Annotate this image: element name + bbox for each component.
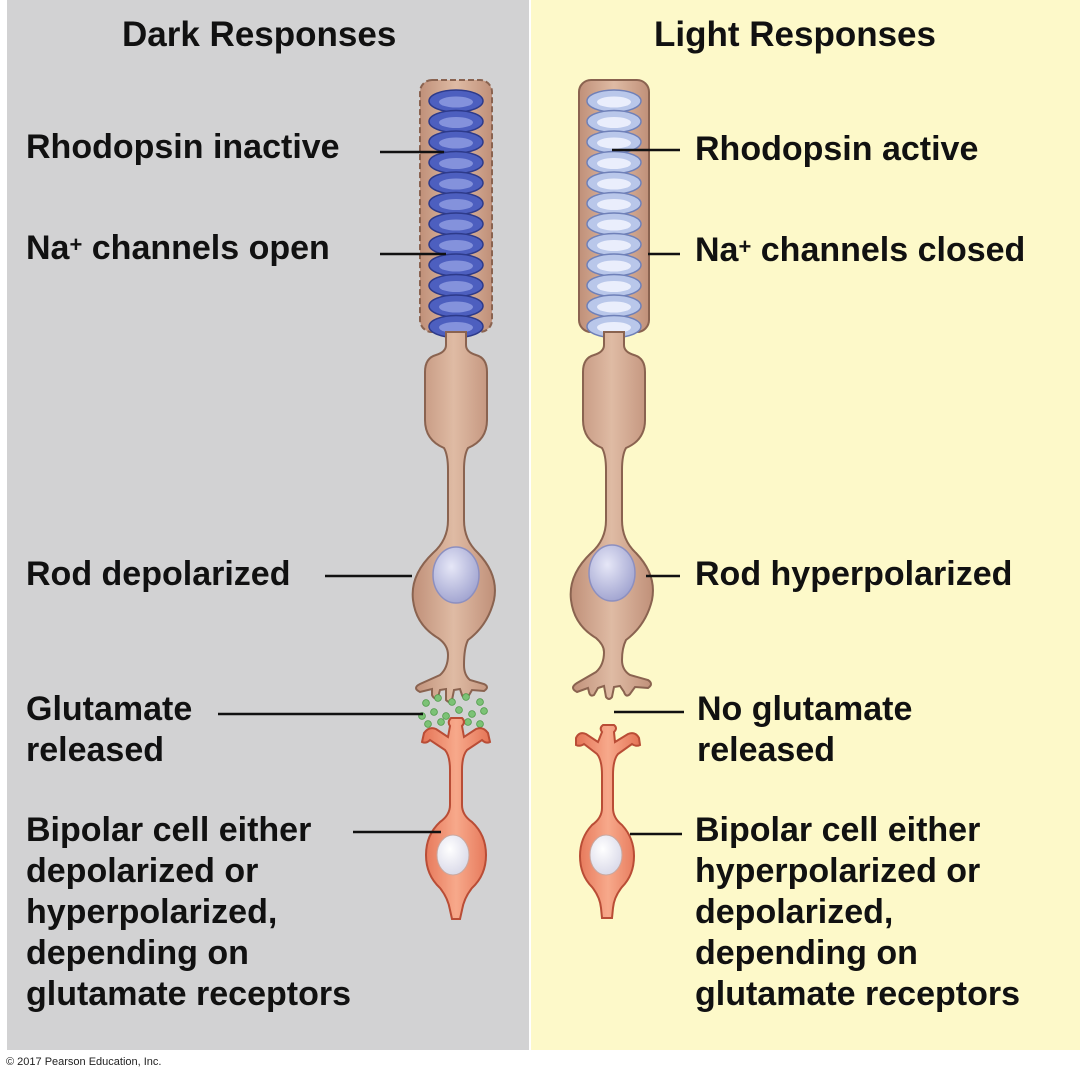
dark-rod-nucleus (432, 546, 480, 604)
disc (428, 191, 484, 216)
glutamate-line-2: released (26, 731, 164, 769)
label-bipolar-light: Bipolar cell either hyperpolarized or de… (695, 810, 1020, 1015)
disc (428, 109, 484, 134)
label-no-glutamate: No glutamate released (697, 689, 912, 771)
dark-bipolar-nucleus (436, 834, 470, 876)
glutamate-dot (476, 698, 484, 706)
bipolar-light-line: depolarized, (695, 893, 894, 931)
leader-lines (218, 148, 684, 836)
glutamate-dot (430, 708, 438, 716)
na-symbol: Na (26, 229, 70, 267)
disc (586, 191, 642, 216)
dark-rod-cell (411, 79, 496, 728)
disc (428, 150, 484, 175)
no-glutamate-line-2: released (697, 731, 835, 769)
bipolar-light-line: glutamate receptors (695, 975, 1020, 1013)
disc (586, 294, 642, 318)
bipolar-dark-line: depending on (26, 934, 249, 972)
label-na-channels-closed: Na+ channels closed (695, 230, 1025, 271)
bipolar-dark-line: Bipolar cell either (26, 811, 312, 849)
label-glutamate-released: Glutamate released (26, 689, 192, 771)
label-bipolar-dark: Bipolar cell either depolarized or hyper… (26, 810, 351, 1015)
disc (586, 89, 642, 113)
light-bipolar-nucleus (589, 834, 623, 876)
disc (586, 212, 642, 236)
disc (586, 109, 642, 134)
glutamate-dot (434, 694, 442, 702)
dark-heading: Dark Responses (122, 15, 397, 54)
glutamate-dot (462, 693, 470, 701)
label-rod-depolarized: Rod depolarized (26, 555, 291, 593)
na-symbol: Na (695, 231, 739, 269)
bipolar-dark-line: depolarized or (26, 852, 259, 890)
glutamate-dot (437, 718, 445, 726)
copyright-notice: © 2017 Pearson Education, Inc. (6, 1056, 162, 1068)
light-rod-body (569, 331, 654, 700)
glutamate-dot (448, 698, 456, 706)
bipolar-dark-line: hyperpolarized, (26, 893, 278, 931)
bipolar-light-line: depending on (695, 934, 918, 972)
disc (586, 171, 642, 195)
light-bipolar-cell (575, 724, 642, 919)
bipolar-dark-line: glutamate receptors (26, 975, 351, 1013)
disc (586, 273, 642, 298)
disc (428, 314, 484, 339)
disc (586, 314, 642, 339)
light-heading: Light Responses (654, 15, 936, 54)
glutamate-dot (476, 720, 484, 728)
disc (428, 232, 484, 257)
label-rod-hyperpolarized: Rod hyperpolarized (695, 555, 1013, 593)
glutamate-dot (480, 707, 488, 715)
glutamate-dot (424, 720, 432, 728)
na-channels-text: channels open (82, 229, 330, 267)
dark-disc-stack (428, 89, 484, 339)
disc (428, 273, 484, 298)
na-charge: + (69, 232, 83, 257)
glutamate-dot (442, 712, 450, 720)
glutamate-dot (464, 718, 472, 726)
dark-rod-body (411, 331, 496, 703)
disc (428, 253, 484, 277)
disc (586, 253, 642, 277)
glutamate-dot (455, 706, 463, 714)
light-disc-stack (586, 89, 642, 339)
glutamate-line-1: Glutamate (26, 690, 193, 728)
disc (428, 171, 484, 195)
light-rod-nucleus (588, 544, 636, 602)
disc (586, 150, 642, 175)
dark-bipolar-body (420, 717, 492, 920)
label-rhodopsin-active: Rhodopsin active (695, 130, 979, 168)
no-glutamate-line-1: No glutamate (697, 690, 913, 728)
na-charge: + (738, 234, 752, 259)
label-rhodopsin-inactive: Rhodopsin inactive (26, 128, 340, 166)
glutamate-dot (422, 699, 430, 707)
label-na-channels-open: Na+ channels open (26, 228, 330, 269)
disc (428, 212, 484, 236)
light-rod-cell (569, 79, 654, 700)
na-channels-text: channels closed (751, 231, 1026, 269)
disc (428, 89, 484, 113)
disc (428, 294, 484, 318)
glutamate-dot (468, 710, 476, 718)
dark-bipolar-cell (420, 717, 492, 920)
disc (586, 232, 642, 257)
disc (428, 130, 484, 154)
bipolar-light-line: Bipolar cell either (695, 811, 981, 849)
bipolar-light-line: hyperpolarized or (695, 852, 981, 890)
light-bipolar-body (575, 724, 642, 919)
